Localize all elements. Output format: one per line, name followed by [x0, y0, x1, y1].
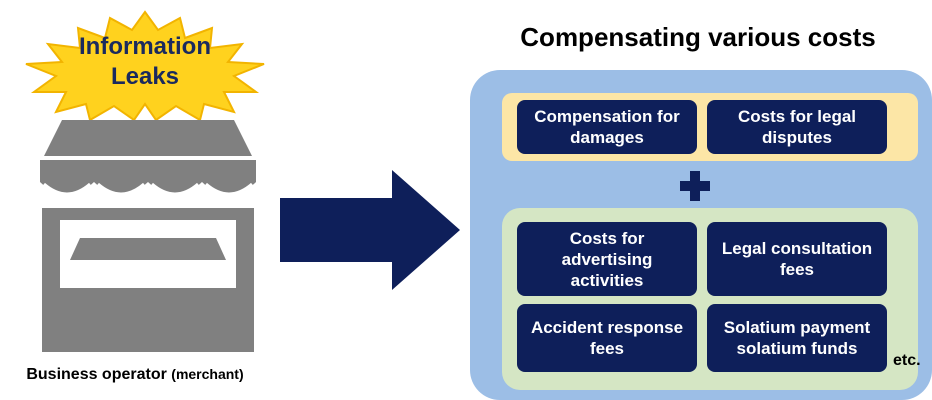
business-operator-label: Business operator (merchant): [0, 366, 270, 384]
compensation-for-damages-box: Compensation for damages: [517, 100, 697, 154]
accident-response-fees-box: Accident response fees: [517, 304, 697, 372]
legal-disputes-costs-box: Costs for legal disputes: [707, 100, 887, 154]
legal-consultation-fees-box: Legal consultation fees: [707, 222, 887, 296]
burst-star-icon: [25, 10, 265, 120]
plus-icon: [680, 171, 710, 201]
merchant-label-sub: (merchant): [171, 366, 244, 382]
etc-label: etc.: [893, 352, 921, 369]
diagram-title: Compensating various costs: [520, 22, 876, 52]
merchant-label-main: Business operator: [26, 366, 167, 383]
storefront-icon: [40, 120, 256, 352]
burst-line-2: Leaks: [110, 63, 180, 90]
arrow-right-icon: [280, 170, 460, 290]
burst-line-1: Information: [79, 33, 211, 60]
solatium-payment-box: Solatium payment solatium funds: [707, 304, 887, 372]
information-leaks-label: Information Leaks: [20, 32, 270, 92]
advertising-activities-costs-box: Costs for advertising activities: [517, 222, 697, 296]
